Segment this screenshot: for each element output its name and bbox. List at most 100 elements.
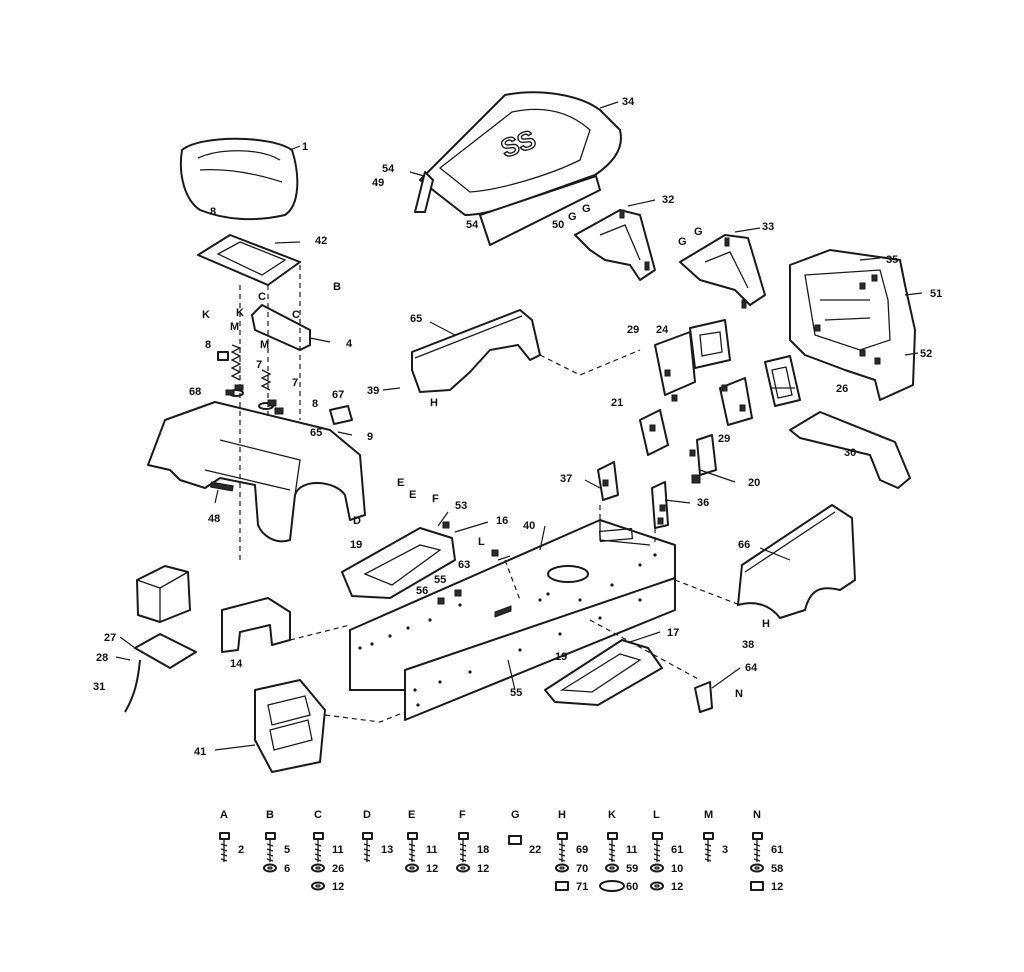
callout-51: 51	[930, 288, 942, 300]
side-rail-left	[411, 309, 541, 393]
hardware-bolt-icon	[752, 832, 763, 862]
hardware-part-number: 69	[576, 844, 588, 856]
hardware-part-number: 18	[477, 844, 489, 856]
callout-k: K	[236, 307, 244, 319]
callout-k: K	[202, 309, 210, 321]
callout-53: 53	[455, 500, 467, 512]
callout-b: B	[333, 281, 341, 293]
frame-holes	[358, 553, 657, 707]
callout-30: 30	[844, 447, 856, 459]
callout-8: 8	[312, 398, 318, 410]
fender	[147, 401, 366, 543]
hardware-big-icon	[599, 880, 625, 892]
callout-48: 48	[208, 513, 220, 525]
callout-g: G	[582, 203, 591, 215]
hardware-legend: A2B56C112612D13E1112F1812G22H697071K1159…	[219, 809, 783, 893]
hardware-bolt-icon	[407, 832, 418, 862]
callout-17: 17	[667, 627, 679, 639]
hardware-washer-icon	[456, 863, 470, 873]
hardware-kit-letter: C	[314, 809, 322, 821]
callout-68: 68	[189, 386, 201, 398]
hardware-bolt-icon	[703, 832, 714, 862]
hardware-part-number: 71	[576, 881, 588, 893]
callout-65: 65	[410, 313, 422, 325]
hardware-part-number: 60	[626, 881, 638, 893]
hardware-washer-icon	[605, 863, 619, 873]
hardware-kit-letter: H	[558, 809, 566, 821]
callout-56: 56	[416, 585, 428, 597]
footrest-left	[341, 527, 456, 599]
hardware-part-number: 59	[626, 863, 638, 875]
callout-35: 35	[886, 254, 898, 266]
callout-24: 24	[656, 324, 669, 336]
callout-29: 29	[627, 324, 639, 336]
hardware-part-number: 22	[529, 844, 541, 856]
hardware-part-number: 58	[771, 863, 783, 875]
callout-21: 21	[611, 397, 623, 409]
callout-28: 28	[96, 652, 108, 664]
callout-41: 41	[194, 746, 206, 758]
hardware-kit-m: M3	[703, 809, 728, 862]
main-frame	[349, 519, 676, 721]
hardware-kit-letter: E	[408, 809, 415, 821]
hardware-kit-g: G22	[508, 809, 541, 856]
hardware-washer-icon	[750, 863, 764, 873]
small-hardware	[225, 209, 881, 618]
seat	[179, 137, 299, 221]
callout-4: 4	[346, 338, 353, 350]
callout-33: 33	[762, 221, 774, 233]
hardware-nut-icon	[750, 881, 764, 891]
callout-50: 50	[552, 219, 564, 231]
bracket-21	[639, 409, 669, 456]
callout-c: C	[292, 309, 300, 321]
callout-c: C	[258, 291, 266, 303]
link-64	[694, 681, 713, 713]
hardware-nut-icon	[555, 881, 569, 891]
hardware-bolt-icon	[265, 832, 276, 862]
hood: SS	[414, 91, 622, 246]
hardware-kit-letter: A	[220, 809, 228, 821]
callout-63: 63	[458, 559, 470, 571]
callout-34: 34	[622, 96, 635, 108]
callout-52: 52	[920, 348, 932, 360]
callout-54: 54	[466, 219, 479, 231]
hardware-part-number: 2	[238, 844, 244, 856]
callout-39: 39	[367, 385, 379, 397]
callout-labels: 1 34 54 49 54 50 G G 32 33 G G 35 51 52 …	[93, 96, 942, 758]
footrest-right	[544, 639, 663, 706]
hardware-kit-d: D13	[362, 809, 393, 862]
hardware-part-number: 12	[671, 881, 683, 893]
frame-bracket	[654, 319, 731, 396]
callout-37: 37	[560, 473, 572, 485]
callout-g: G	[678, 236, 687, 248]
callout-l: L	[478, 536, 485, 548]
callout-26: 26	[836, 383, 848, 395]
callout-42: 42	[315, 235, 327, 247]
hardware-bolt-icon	[652, 832, 663, 862]
callout-64: 64	[745, 662, 758, 674]
bracket-29	[719, 377, 753, 426]
callout-55: 55	[510, 687, 522, 699]
hardware-part-number: 12	[332, 881, 344, 893]
bracket-26	[764, 355, 801, 407]
hardware-part-number: 12	[477, 863, 489, 875]
callout-54: 54	[382, 163, 395, 175]
seat-plate	[197, 234, 301, 286]
battery-tray	[221, 597, 291, 653]
callout-g: G	[694, 226, 703, 238]
callout-31: 31	[93, 681, 105, 693]
callout-38: 38	[742, 639, 754, 651]
callout-67: 67	[332, 389, 344, 401]
hardware-bolt-icon	[313, 832, 324, 862]
callout-9: 9	[367, 431, 373, 443]
hood-bracket-right	[679, 234, 766, 306]
front-panel	[254, 679, 326, 773]
hardware-part-number: 70	[576, 863, 588, 875]
